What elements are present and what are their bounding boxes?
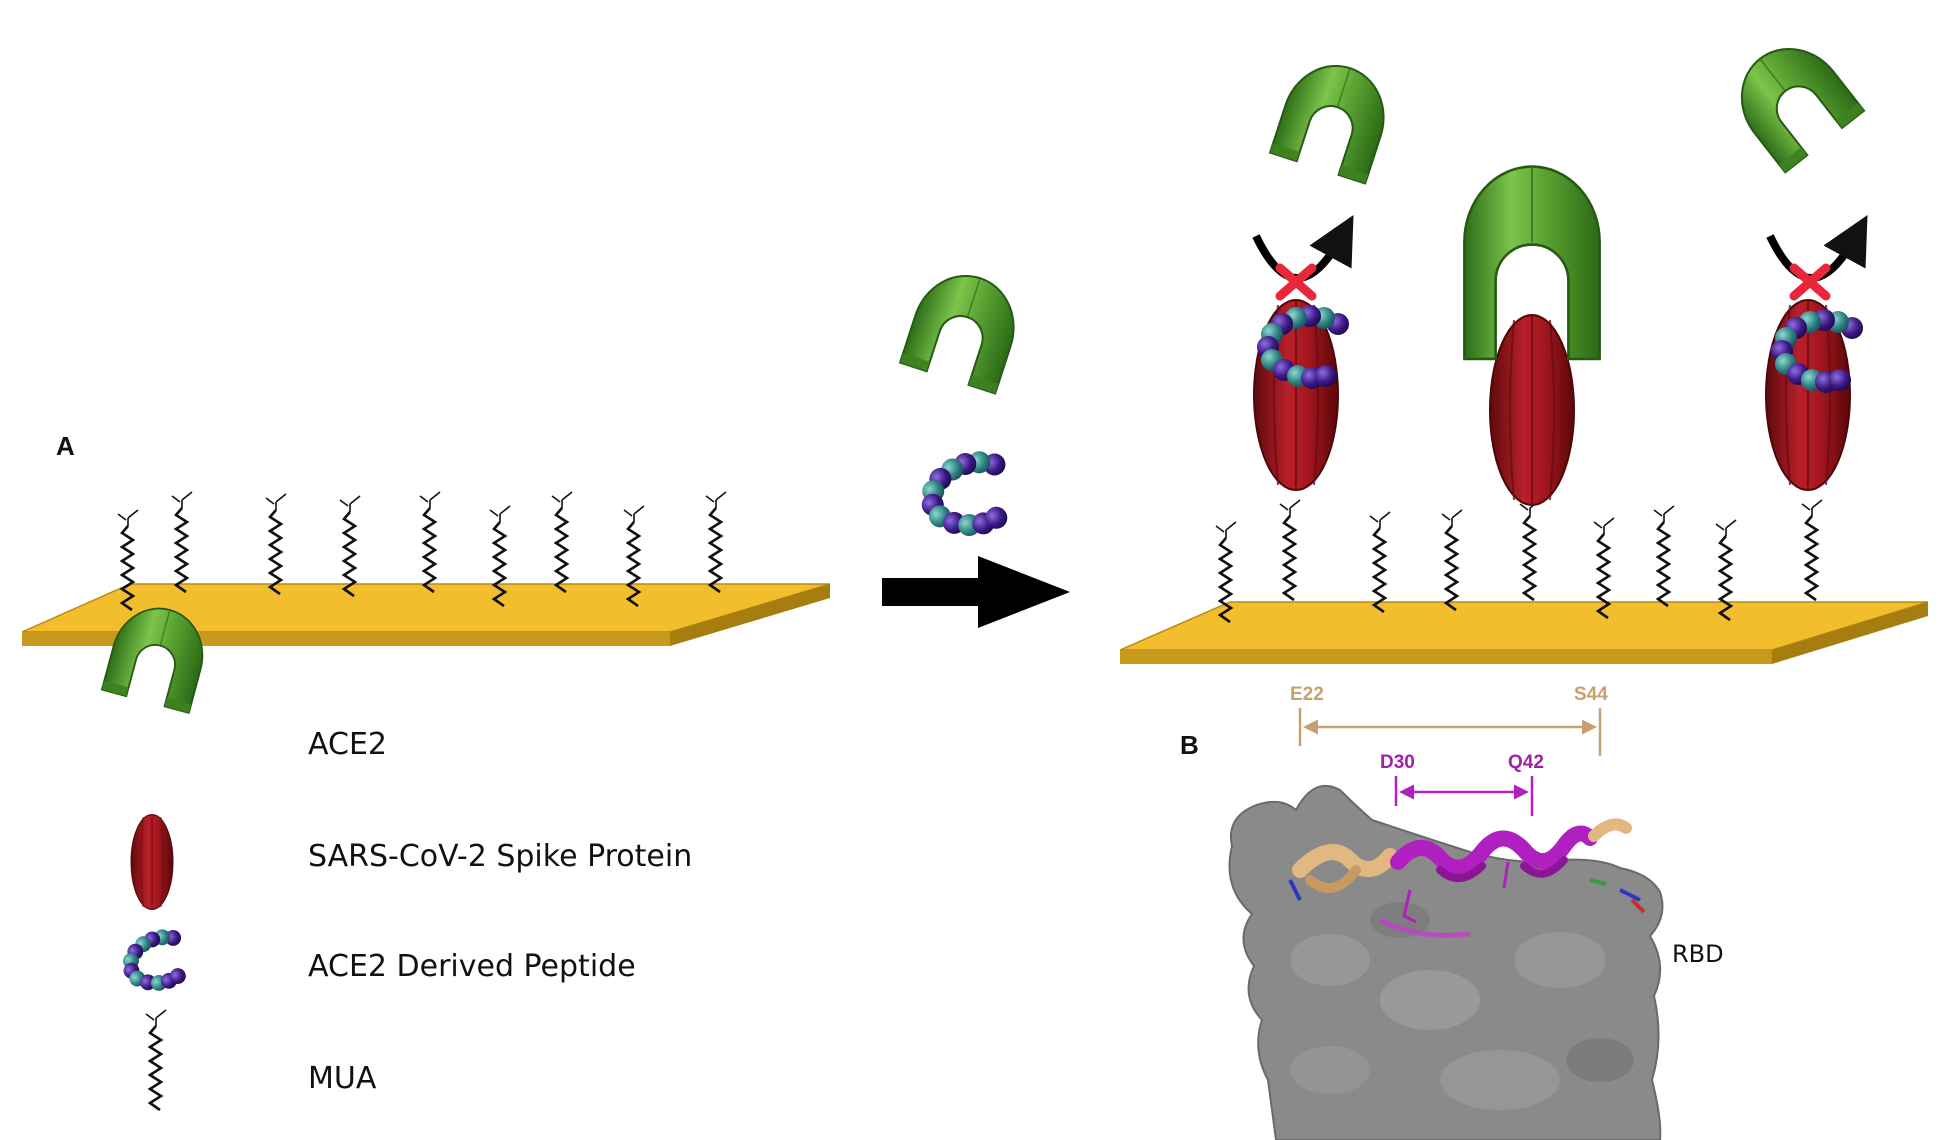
mua-chain	[1368, 510, 1392, 614]
mua-chain	[1278, 498, 1302, 602]
mua-chain	[170, 490, 194, 594]
inner-residue-range: D30 Q42	[1380, 752, 1544, 816]
mua-chain	[550, 490, 574, 594]
block-cross	[1789, 263, 1831, 301]
rbd-label: RBD	[1672, 940, 1724, 968]
peptide-icon	[911, 443, 1022, 549]
peptide-icon	[113, 922, 197, 1002]
repel-arrow	[1766, 214, 1868, 282]
repelled-ace2	[1719, 26, 1866, 174]
spike-protein-bound	[1489, 314, 1575, 506]
mua-icon	[144, 1008, 168, 1112]
legend-label-mua: MUA	[308, 1061, 377, 1096]
panel-b-label: B	[1180, 730, 1199, 760]
process-arrow	[882, 556, 1070, 628]
mua-chain	[338, 494, 362, 598]
residue-end-label: Q42	[1508, 752, 1544, 773]
ace2-icon	[899, 261, 1029, 395]
repel-arrow	[1252, 214, 1354, 282]
legend-label-peptide: ACE2 Derived Peptide	[308, 949, 636, 984]
panel-a-label: A	[56, 431, 75, 461]
outer-residue-range: E22 S44	[1290, 684, 1608, 756]
bound-ace2	[1463, 165, 1601, 361]
legend-label-ace2: ACE2	[308, 727, 387, 762]
repelled-ace2	[1269, 51, 1399, 185]
spike-protein-icon	[130, 814, 174, 910]
residue-start-label: D30	[1380, 752, 1415, 773]
residue-end-label: S44	[1574, 684, 1608, 705]
mua-chain	[1652, 504, 1676, 608]
residue-start-label: E22	[1290, 684, 1324, 705]
legend: ACE2 SARS-CoV-2 Spike Protein ACE2 Deriv…	[101, 597, 692, 1112]
gold-surface-right	[1119, 601, 1929, 664]
peptide-helix-ribbon	[1292, 818, 1632, 924]
legend-label-spike: SARS-CoV-2 Spike Protein	[308, 839, 692, 874]
mua-chain	[704, 490, 728, 594]
mua-chain	[1518, 498, 1542, 602]
mua-chain	[1440, 508, 1464, 612]
mua-chain	[264, 492, 288, 596]
mua-chain	[418, 490, 442, 594]
mua-chain	[1800, 498, 1824, 602]
rbd-surface	[1228, 785, 1664, 1140]
block-cross	[1275, 263, 1317, 301]
